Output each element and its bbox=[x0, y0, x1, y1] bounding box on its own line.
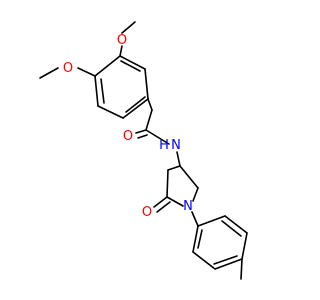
amide-hydrogen-label: H bbox=[159, 138, 169, 153]
bond-ar1-d bbox=[122, 98, 149, 119]
bond-ome4-o-ring bbox=[77, 67, 96, 77]
bond-tol-inner-c bbox=[197, 229, 203, 249]
bond-pyr-c bbox=[166, 196, 184, 207]
bond-tol-c bbox=[241, 232, 248, 260]
amide-nitrogen-label: N bbox=[171, 138, 181, 153]
bond-ar1-inner-b bbox=[125, 96, 146, 113]
bond-ar1-e bbox=[144, 68, 149, 100]
bond-n-tolyl bbox=[191, 211, 199, 227]
bond-ar1-a bbox=[94, 55, 121, 77]
atom-labels: O O O N H O N bbox=[63, 33, 193, 220]
bond-ar1-b bbox=[94, 75, 99, 107]
bond-tol-inner-b bbox=[213, 255, 238, 265]
bond-ch2-carbonyl bbox=[145, 109, 153, 131]
bond-pyr-d bbox=[166, 169, 169, 198]
ring-nitrogen-label: N bbox=[183, 199, 193, 214]
bond-ar1-inner-a bbox=[100, 78, 105, 104]
bond-tol-f bbox=[192, 225, 199, 253]
bond-tol-a bbox=[197, 215, 226, 227]
methoxy-oxygen-label: O bbox=[117, 33, 127, 48]
bond-pyr-a bbox=[179, 165, 199, 189]
bond-ome3-methyl bbox=[121, 21, 136, 34]
bonds bbox=[39, 21, 248, 280]
bond-pyr-e bbox=[167, 165, 181, 171]
bond-ome3-o-ring bbox=[119, 45, 123, 57]
bond-tol-b bbox=[224, 215, 248, 234]
bond-co-double-a bbox=[135, 129, 147, 134]
bond-ring-ch2 bbox=[147, 98, 153, 111]
bond-tol-inner-a bbox=[221, 220, 242, 237]
bond-tol-methyl bbox=[240, 258, 243, 280]
bond-carbonyl-n bbox=[145, 129, 170, 145]
methoxy-oxygen-label: O bbox=[63, 61, 73, 76]
bond-ar1-inner-c bbox=[120, 60, 141, 72]
lactam-oxygen-label: O bbox=[142, 205, 152, 220]
bond-n-pyrrolidine bbox=[176, 151, 181, 167]
bond-ar1-c bbox=[97, 105, 124, 119]
bond-ar1-f bbox=[119, 55, 146, 70]
bond-tol-d bbox=[214, 258, 243, 270]
chemical-structure-diagram: O O O N H O N bbox=[39, 21, 248, 280]
bond-tol-e bbox=[192, 251, 216, 270]
bond-pyr-b bbox=[192, 187, 199, 202]
bond-lactam-double-a bbox=[153, 196, 168, 208]
carbonyl-oxygen-label: O bbox=[123, 129, 133, 144]
bond-co-double-b bbox=[137, 134, 148, 139]
bond-lactam-double-b bbox=[156, 201, 171, 213]
bond-ome4-methyl bbox=[39, 67, 59, 79]
